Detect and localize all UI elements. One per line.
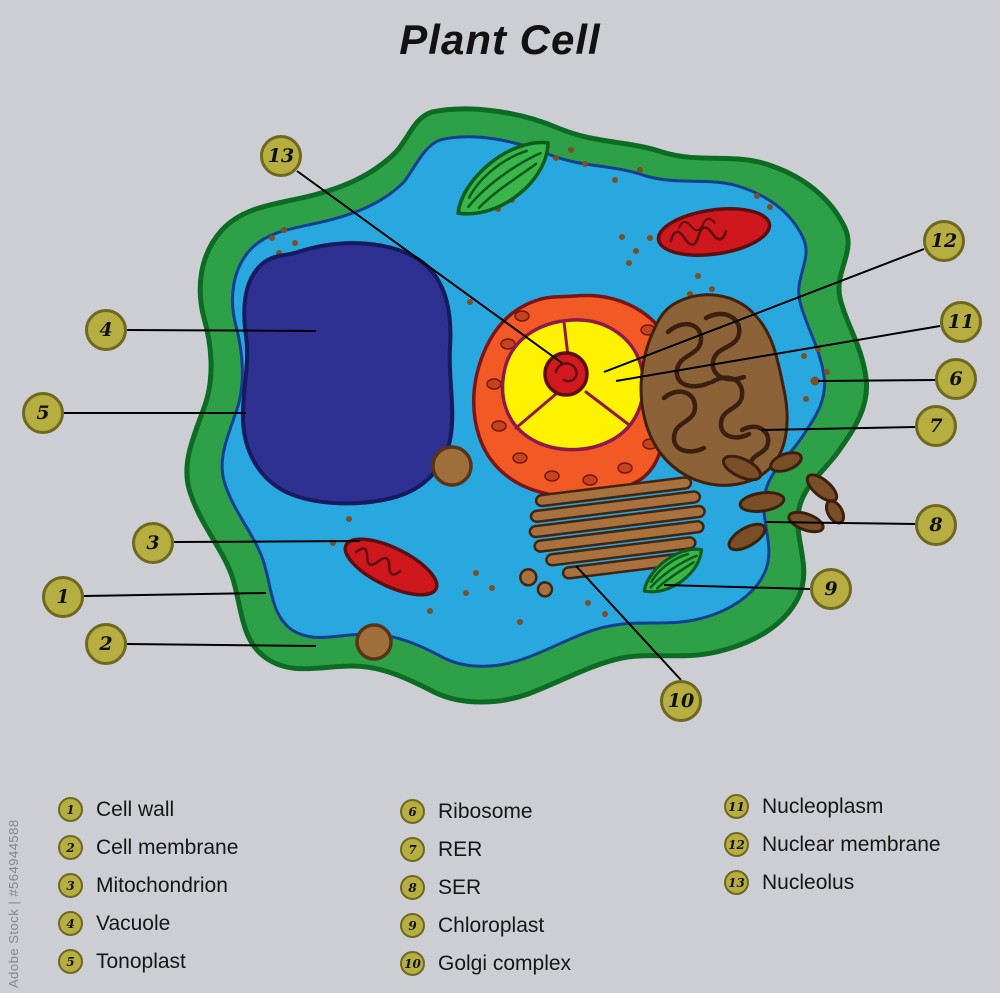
- nucleolus-shape: [543, 351, 589, 397]
- legend-label-nucleolus: Nucleolus: [762, 870, 855, 894]
- callout-12: 12: [923, 220, 965, 262]
- legend-num-11: 11: [724, 794, 749, 819]
- callout-line-11: [615, 325, 941, 382]
- callout-line-3: [173, 540, 361, 543]
- legend-item-vacuole: 4 Vacuole: [58, 911, 238, 936]
- callout-2: 2: [85, 623, 127, 665]
- callout-5: 5: [22, 392, 64, 434]
- stock-watermark: Adobe Stock | #564944588: [6, 819, 21, 988]
- callout-line-2: [126, 643, 317, 647]
- legend-column-3: 11 Nucleoplasm 12 Nuclear membrane 13 Nu…: [724, 794, 941, 895]
- legend-item-nucleolus: 13 Nucleolus: [724, 870, 941, 895]
- legend-label-cell-wall: Cell wall: [96, 797, 175, 821]
- callout-11: 11: [940, 301, 982, 343]
- callout-line-8: [765, 521, 916, 525]
- legend-label-nuclear-membrane: Nuclear membrane: [762, 832, 941, 856]
- legend-num-5: 5: [58, 949, 83, 974]
- legend-label-vacuole: Vacuole: [96, 911, 171, 935]
- legend-item-cell-membrane: 2 Cell membrane: [58, 835, 238, 860]
- legend-num-13: 13: [724, 870, 749, 895]
- legend-num-7: 7: [400, 837, 425, 862]
- legend-item-chloroplast: 9 Chloroplast: [400, 913, 571, 938]
- callout-line-6: [817, 379, 936, 382]
- callout-8: 8: [915, 504, 957, 546]
- callout-line-4: [126, 329, 317, 332]
- chloroplast-top: [456, 140, 550, 216]
- legend-num-4: 4: [58, 911, 83, 936]
- chloroplast-bottom: [642, 547, 703, 594]
- legend-item-ser: 8 SER: [400, 875, 571, 900]
- legend-label-golgi-complex: Golgi complex: [438, 951, 572, 975]
- callout-1: 1: [42, 576, 84, 618]
- callout-10: 10: [660, 680, 702, 722]
- legend-label-ser: SER: [438, 875, 482, 899]
- legend-num-8: 8: [400, 875, 425, 900]
- legend-label-rer: RER: [438, 837, 483, 861]
- legend-item-nuclear-membrane: 12 Nuclear membrane: [724, 832, 941, 857]
- golgi-complex-shape: [519, 476, 706, 598]
- page-title: Plant Cell: [399, 16, 601, 63]
- legend-label-chloroplast: Chloroplast: [438, 913, 545, 937]
- callout-13: 13: [260, 135, 302, 177]
- callout-3: 3: [132, 522, 174, 564]
- mitochondrion-bottom: [343, 537, 439, 597]
- vesicle-organelle-bottom: [355, 623, 393, 661]
- callout-line-12: [603, 248, 925, 373]
- legend-num-2: 2: [58, 835, 83, 860]
- mitochondrion-top: [656, 207, 772, 257]
- legend-num-9: 9: [400, 913, 425, 938]
- vacuole-shape: [240, 241, 455, 506]
- legend-item-mitochondrion: 3 Mitochondrion: [58, 873, 238, 898]
- ribosome-dots: [269, 147, 830, 625]
- legend-num-1: 1: [58, 797, 83, 822]
- callout-7: 7: [915, 405, 957, 447]
- vesicle-organelle-top: [431, 445, 473, 487]
- legend-item-cell-wall: 1 Cell wall: [58, 797, 238, 822]
- legend-num-12: 12: [724, 832, 749, 857]
- legend-num-3: 3: [58, 873, 83, 898]
- legend-item-nucleoplasm: 11 Nucleoplasm: [724, 794, 941, 819]
- legend-num-10: 10: [400, 951, 425, 976]
- callout-line-10: [575, 565, 682, 681]
- legend-column-2: 6 Ribosome 7 RER 8 SER 9 Chloroplast 10 …: [400, 799, 571, 976]
- legend-column-1: 1 Cell wall 2 Cell membrane 3 Mitochondr…: [58, 797, 238, 974]
- callout-line-7: [761, 426, 916, 431]
- callout-9: 9: [810, 568, 852, 610]
- callout-line-9: [663, 584, 811, 590]
- legend-item-golgi-complex: 10 Golgi complex: [400, 951, 571, 976]
- legend-label-nucleoplasm: Nucleoplasm: [762, 794, 884, 818]
- callout-line-1: [83, 592, 267, 597]
- callout-4: 4: [85, 309, 127, 351]
- legend-num-6: 6: [400, 799, 425, 824]
- legend-label-cell-membrane: Cell membrane: [96, 835, 239, 859]
- legend-label-tonoplast: Tonoplast: [96, 949, 186, 973]
- callout-line-13: [296, 170, 563, 364]
- callout-lines: [64, 170, 941, 681]
- rer-shape: [639, 293, 789, 487]
- legend-item-tonoplast: 5 Tonoplast: [58, 949, 238, 974]
- legend-label-ribosome: Ribosome: [438, 799, 533, 823]
- legend-item-ribosome: 6 Ribosome: [400, 799, 571, 824]
- legend-label-mitochondrion: Mitochondrion: [96, 873, 228, 897]
- callout-6: 6: [935, 358, 977, 400]
- nuclear-membrane-spots: [486, 310, 658, 486]
- legend-item-rer: 7 RER: [400, 837, 571, 862]
- nucleus-shape: [471, 293, 677, 499]
